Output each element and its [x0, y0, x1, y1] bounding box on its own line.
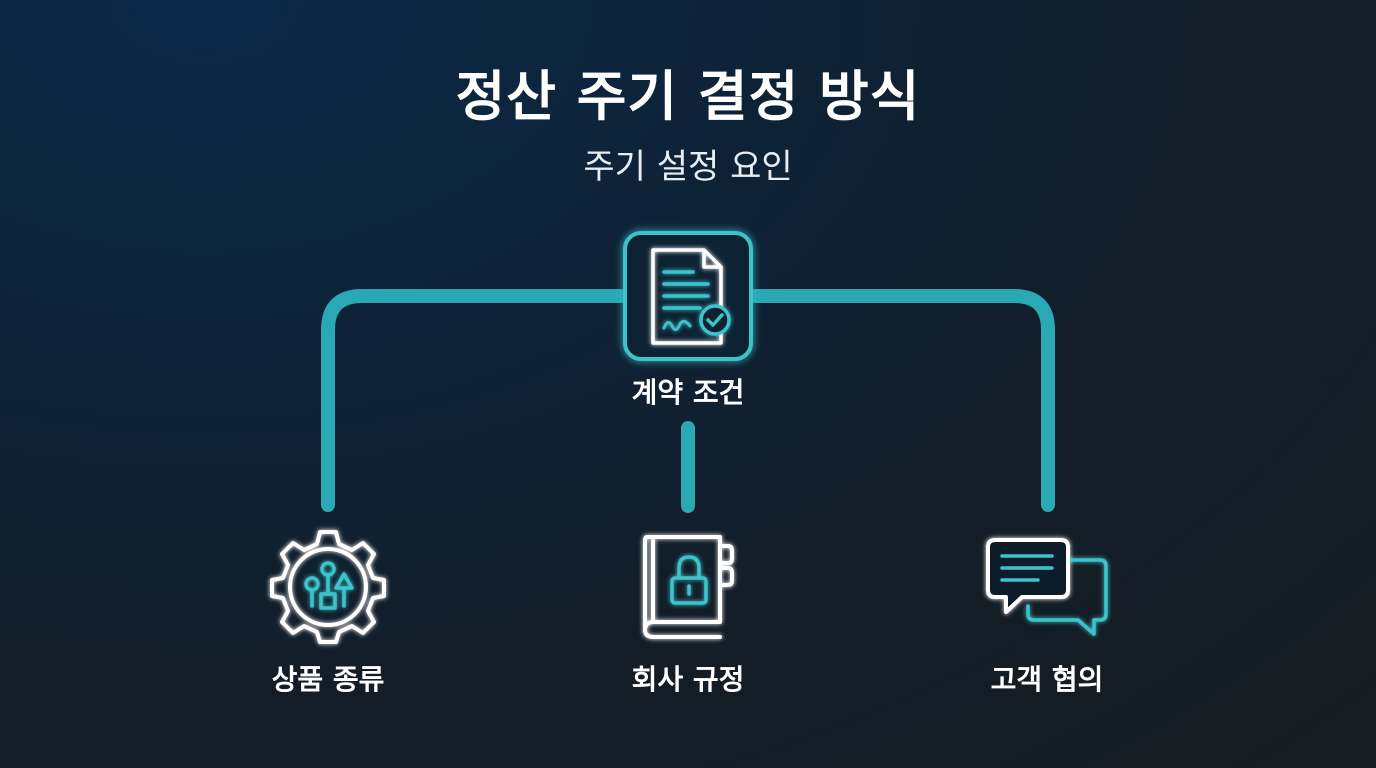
policy-node-label: 회사 규정	[631, 663, 745, 696]
page-subtitle: 주기 설정 요인	[583, 147, 793, 187]
product-node-label: 상품 종류	[271, 663, 385, 696]
chat-bubbles-icon	[986, 538, 1108, 636]
contract-node-label: 계약 조건	[631, 376, 745, 409]
connector-left	[321, 289, 632, 512]
page-title: 정산 주기 결정 방식	[455, 65, 921, 128]
locked-rulebook-icon	[643, 535, 734, 639]
gear-shapes-icon	[270, 530, 386, 644]
contract-node	[623, 231, 753, 361]
contract-document-icon	[651, 248, 731, 345]
customer-node-label: 고객 협의	[990, 663, 1104, 696]
connector-right	[743, 289, 1055, 512]
